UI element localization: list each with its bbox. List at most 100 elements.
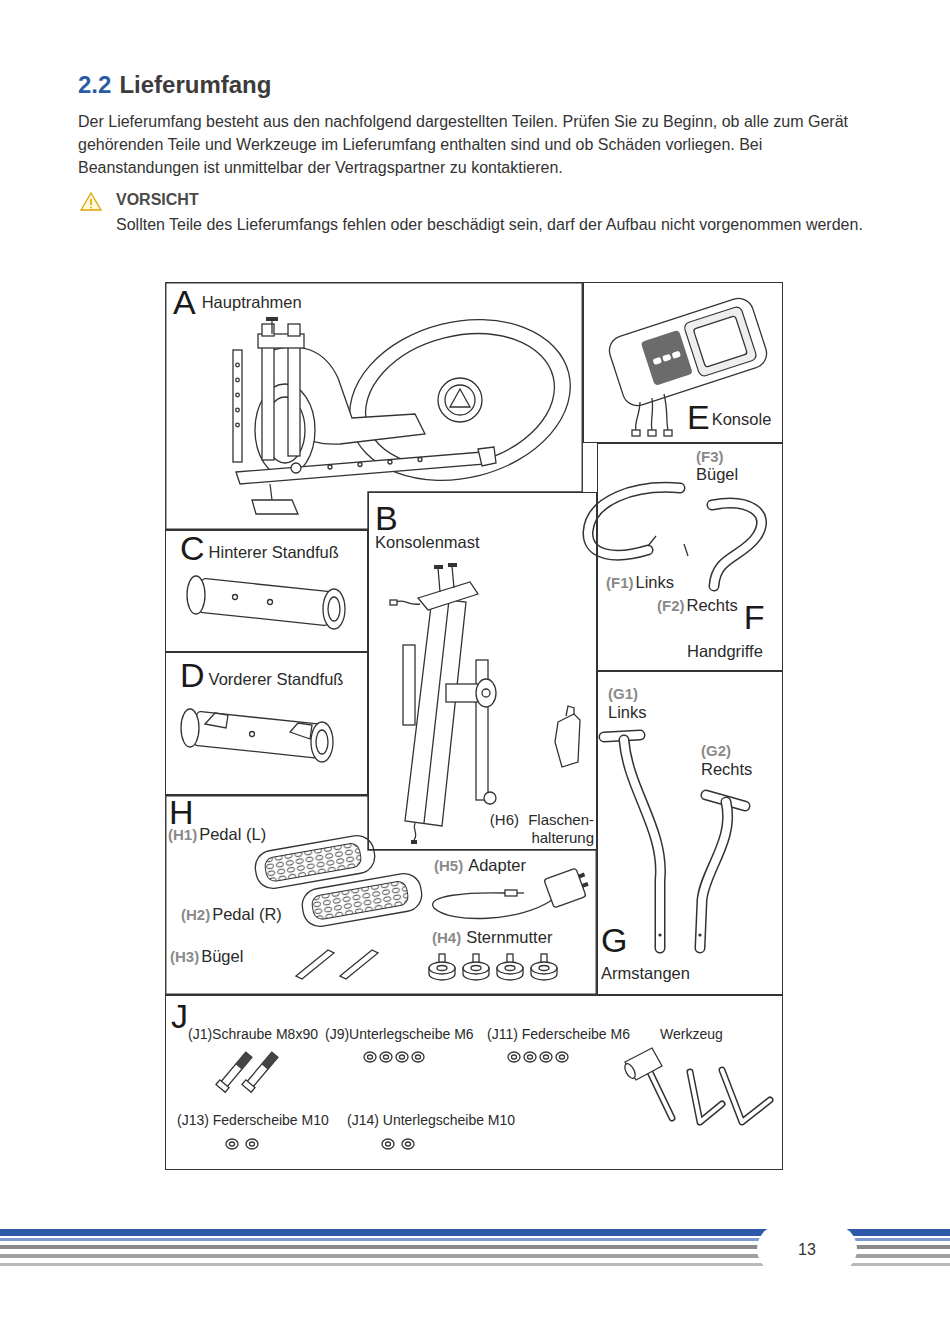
console-mast-drawing: [482, 689, 490, 697]
part-cell: DVorderer Standfuß: [165, 652, 368, 795]
console-mast-drawing: [476, 679, 496, 707]
console-drawing: [636, 402, 640, 430]
front-foot-drawing: [290, 723, 312, 739]
main-frame-drawing: [252, 500, 298, 514]
washer-drawing: [382, 1139, 394, 1149]
part-code: (H1): [168, 825, 197, 844]
text-holder: (H5): [434, 856, 463, 875]
text-holder: Konsolenmast: [375, 533, 480, 552]
text-holder: (H3): [170, 947, 199, 966]
part-code: (F1): [606, 573, 634, 592]
part-name: (J14) Unterlegscheibe M10: [347, 1112, 515, 1129]
text-holder: (H1): [168, 825, 197, 844]
console-mast-drawing: [484, 792, 496, 804]
caution-heading: VORSICHT: [116, 190, 199, 210]
console-mast-drawing: [418, 582, 478, 610]
text-holder: (F1): [606, 573, 634, 592]
text-holder: (F2): [657, 596, 685, 615]
console-mast-drawing: [452, 566, 454, 588]
console-drawing: [632, 430, 640, 436]
text-holder: Bügel: [696, 465, 738, 484]
console-mast-drawing: [424, 600, 449, 823]
console-drawing: [664, 394, 668, 430]
text-holder: Sollten Teile des Lieferumfangs fehlen o…: [116, 213, 878, 236]
console-drawing: [606, 295, 771, 410]
text-holder: G: [601, 926, 627, 954]
text-holder: (J1)Schraube M8x90: [188, 1026, 318, 1043]
part-name: Bügel: [201, 947, 243, 966]
main-frame-drawing: [478, 447, 496, 466]
caution-text: Sollten Teile des Lieferumfangs fehlen o…: [116, 213, 878, 236]
part-name: Vorderer Standfuß: [209, 670, 344, 689]
star-knob-drawing: [429, 954, 557, 980]
tool-drawing: [623, 1048, 770, 1122]
washer-drawing: [556, 1052, 568, 1062]
arm-pole-drawing: [624, 740, 660, 948]
page-number: 13: [757, 1240, 857, 1259]
console-drawing: [693, 316, 747, 368]
front-foot-drawing: [181, 709, 333, 762]
part-letter: D: [180, 661, 205, 689]
main-frame-drawing: [236, 378, 240, 382]
main-frame-drawing: [233, 350, 242, 462]
star-knob-drawing: [429, 954, 455, 980]
console-mast-drawing: [438, 568, 440, 592]
arm-pole-drawing: [700, 802, 728, 948]
console-drawing: [651, 398, 652, 430]
part-letter: C: [180, 534, 205, 562]
main-frame-drawing: [236, 393, 240, 397]
part-name: Pedal (L): [199, 825, 266, 844]
part-code: (F3): [696, 447, 724, 466]
washer-drawing: [524, 1052, 536, 1062]
part-name: Links: [636, 573, 675, 592]
adapter-drawing: [433, 893, 552, 919]
tool-drawing: [690, 1072, 722, 1122]
main-frame-drawing: [450, 389, 470, 407]
part-name: (J11) Federscheibe M6: [487, 1026, 630, 1043]
main-frame-drawing: [266, 317, 278, 321]
handlebar-drawing: [684, 544, 688, 556]
adapter-drawing: [517, 892, 524, 893]
part-name: (J13) Federscheibe M10: [177, 1112, 329, 1129]
console-mast-drawing: [396, 601, 420, 604]
text-holder: Sternmutter: [466, 928, 552, 947]
washer-drawing: [226, 1052, 568, 1149]
console-drawing: [664, 430, 672, 436]
screw-drawing: [216, 1051, 279, 1092]
footer-stripes: [0, 1224, 950, 1274]
console-mast-drawing: [390, 563, 496, 844]
front-foot-drawing: [316, 730, 328, 754]
section-number: 2.2: [78, 70, 111, 99]
arm-pole-drawing: [700, 802, 728, 948]
main-frame-drawing: [445, 385, 475, 415]
part-name: Sternmutter: [466, 928, 552, 947]
part-cell: (F3)Bügel(F1)Links(F2)RechtsFHandgriffe: [597, 443, 783, 671]
handlebar-drawing: [588, 487, 680, 555]
handlebar-drawing: [648, 536, 656, 546]
text-holder: F: [744, 603, 765, 631]
part-name: Pedal (R): [212, 905, 282, 924]
main-frame-drawing: [418, 458, 422, 462]
screw-drawing: [262, 1052, 278, 1069]
text-holder: Hinterer Standfuß: [209, 543, 339, 562]
part-letter: F: [744, 603, 765, 631]
washer-drawing: [364, 1052, 376, 1062]
adapter-drawing: [544, 866, 592, 908]
intro-text: Der Lieferumfang besteht aus den nachfol…: [78, 110, 878, 179]
footer-stripes: [757, 1224, 857, 1274]
bracket-drawing: [296, 950, 334, 979]
adapter-drawing: [505, 890, 517, 896]
console-mast-drawing: [448, 563, 457, 567]
text-holder: Adapter: [468, 856, 526, 875]
part-name: Bügel: [696, 465, 738, 484]
text-holder: (G1): [608, 684, 638, 703]
text-holder: Lieferumfang: [119, 70, 271, 99]
caution-triangle: [81, 193, 101, 210]
text-holder: D: [180, 661, 205, 689]
text-holder: Links: [608, 703, 647, 722]
arm-pole-drawing: [698, 933, 701, 936]
washer-drawing: [540, 1052, 552, 1062]
part-code: (H3): [170, 947, 199, 966]
part-name: (J1)Schraube M8x90: [188, 1026, 318, 1043]
